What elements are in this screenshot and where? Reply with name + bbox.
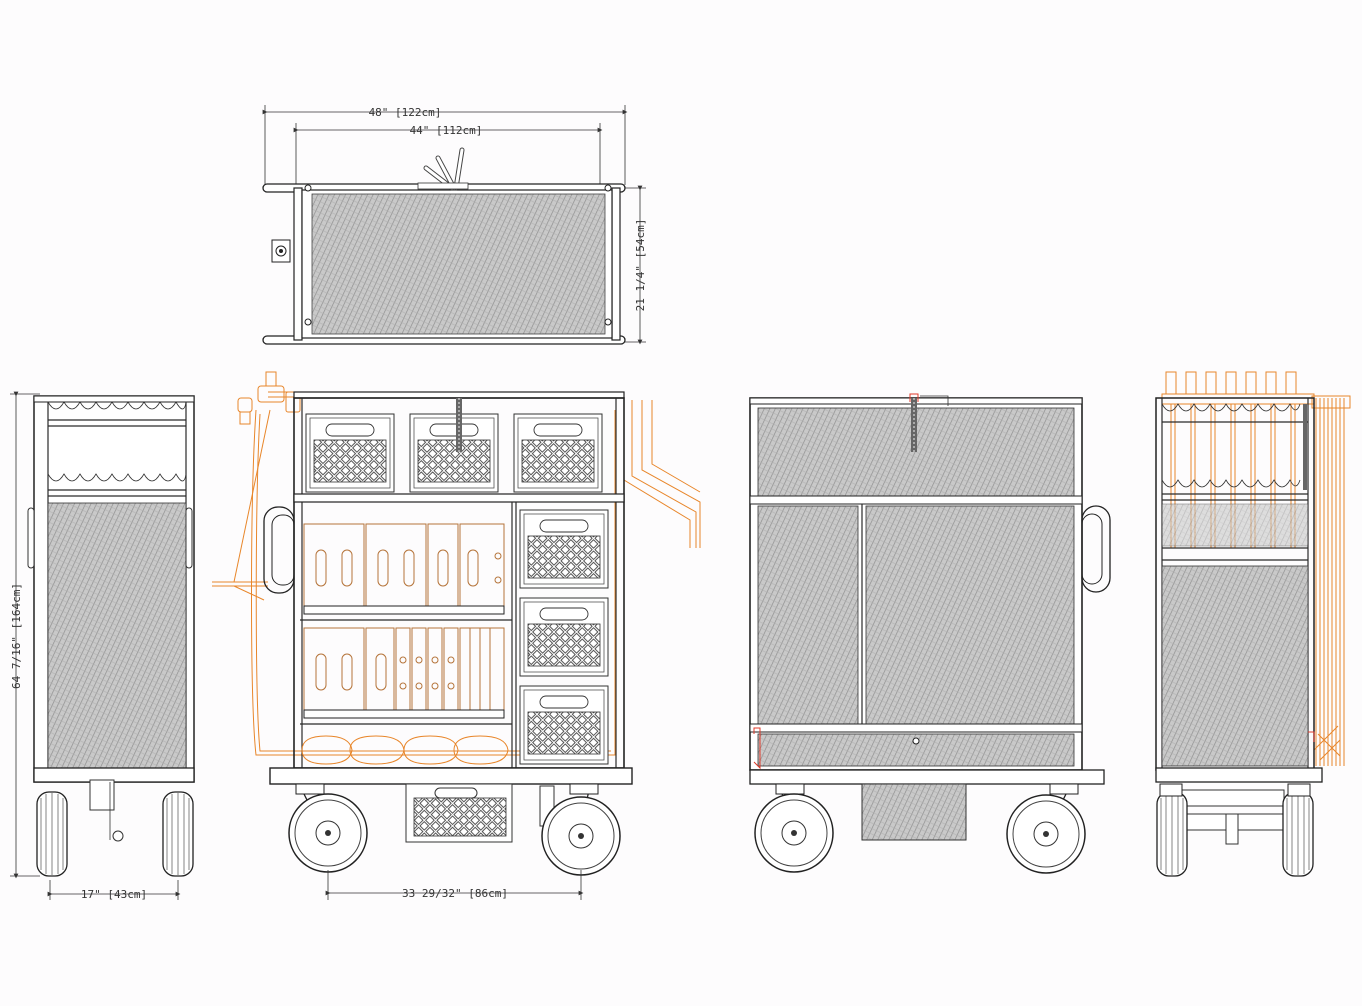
dim-side-depth: 17" [43cm] <box>81 888 147 901</box>
dim-front-wheelbase: 33 29/32" [86cm] <box>402 887 508 900</box>
front-view <box>212 371 701 900</box>
dim-top-overall-width: 48" [122cm] <box>369 106 442 119</box>
dim-top-inner-width: 44" [112cm] <box>410 124 483 137</box>
rear-view <box>749 393 1111 874</box>
right-side-view <box>1155 371 1351 877</box>
top-view <box>262 105 646 345</box>
dim-top-depth: 21 1/4" [54cm] <box>634 219 647 312</box>
dim-side-height: 64 7/16" [164cm] <box>10 583 23 689</box>
left-side-view <box>10 391 195 900</box>
